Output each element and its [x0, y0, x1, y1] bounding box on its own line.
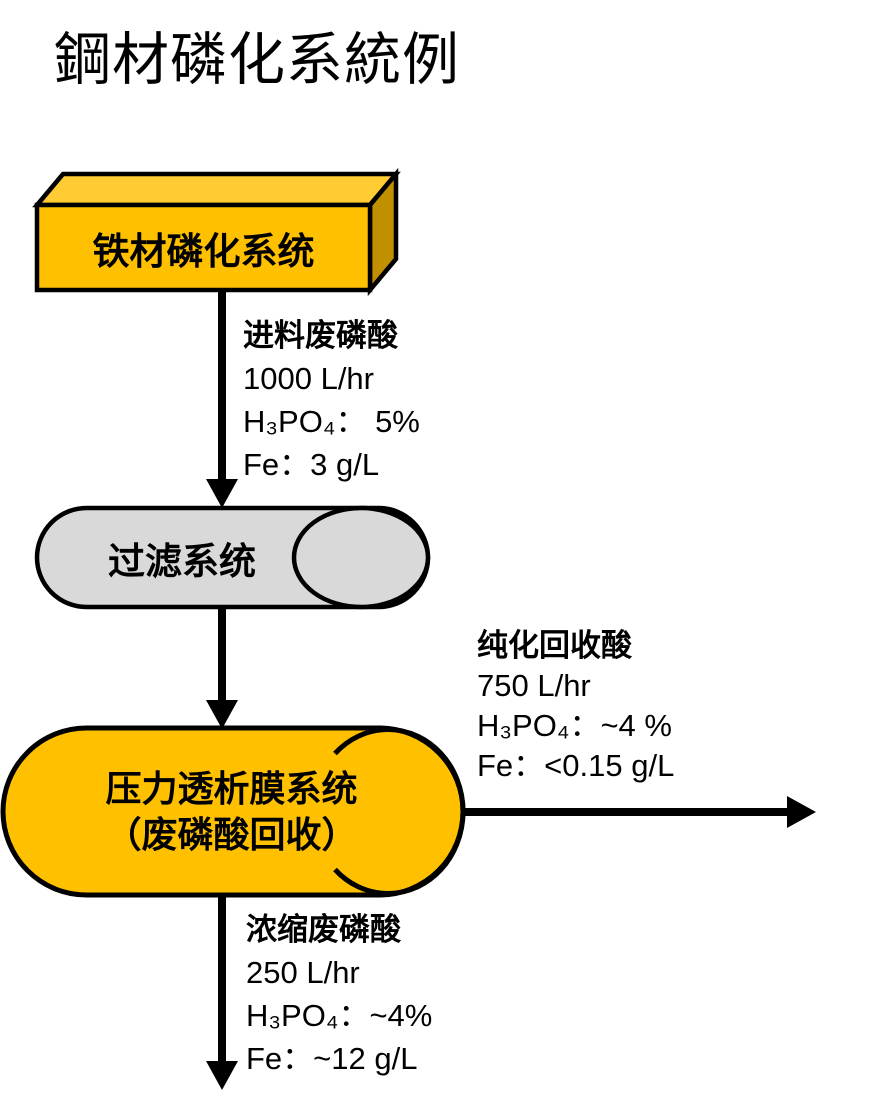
filter-cylinder-label: 过滤系统 [108, 540, 256, 582]
purified-flow-rate: 750 L/hr [477, 668, 591, 703]
membrane-cylinder-shape [0, 725, 466, 898]
phosphating-box-label: 铁材磷化系统 [92, 230, 315, 272]
feed-stream-spec: 进料废磷酸 1000 L/hr H₃PO₄： 5% Fe：3 g/L [243, 314, 420, 486]
feed-flow-rate: 1000 L/hr [243, 361, 374, 396]
membrane-cylinder-endcap-arc [333, 727, 466, 896]
purified-h3po4-concentration: H₃PO₄：~4 % [477, 708, 672, 743]
filter-cylinder-shape [34, 505, 431, 610]
page-title: 鋼材磷化系統例 [54, 29, 460, 92]
feed-arrow [206, 291, 238, 508]
filtered-arrowhead-icon [206, 700, 238, 729]
phosphating-box-shape [32, 167, 401, 297]
membrane-cylinder-label: 压力透析膜系统 （废磷酸回收） [0, 728, 463, 895]
purified-stream-spec: 纯化回收酸 750 L/hr H₃PO₄：~4 % Fe：<0.15 g/L [477, 626, 674, 786]
concentrated-stream-spec: 浓缩废磷酸 250 L/hr H₃PO₄：~4% Fe：~12 g/L [246, 908, 432, 1080]
purified-arrowhead-icon [787, 796, 816, 828]
concentrated-flow-rate: 250 L/hr [246, 955, 360, 990]
filtered-arrow [206, 609, 238, 729]
concentrated-arrowhead-icon [206, 1061, 238, 1090]
membrane-label-line2: （废磷酸回收） [105, 813, 358, 855]
feed-fe-concentration: Fe：3 g/L [243, 447, 380, 482]
feed-stream-name: 进料废磷酸 [243, 318, 398, 353]
cube-top-face [32, 171, 401, 208]
purified-arrow [464, 796, 816, 828]
filter-cylinder-endcap [291, 505, 431, 610]
concentrated-fe-concentration: Fe：~12 g/L [246, 1041, 418, 1076]
feed-h3po4-concentration: H₃PO₄： 5% [243, 404, 420, 439]
purified-stream-name: 纯化回收酸 [477, 628, 632, 663]
concentrated-arrow [206, 896, 238, 1090]
concentrated-h3po4-concentration: H₃PO₄：~4% [246, 998, 433, 1033]
feed-arrowhead-icon [206, 479, 238, 508]
purified-fe-concentration: Fe：<0.15 g/L [477, 748, 675, 783]
membrane-label-line1: 压力透析膜系统 [105, 767, 358, 809]
concentrated-stream-name: 浓缩废磷酸 [246, 912, 401, 947]
cube-front-face [34, 202, 373, 293]
